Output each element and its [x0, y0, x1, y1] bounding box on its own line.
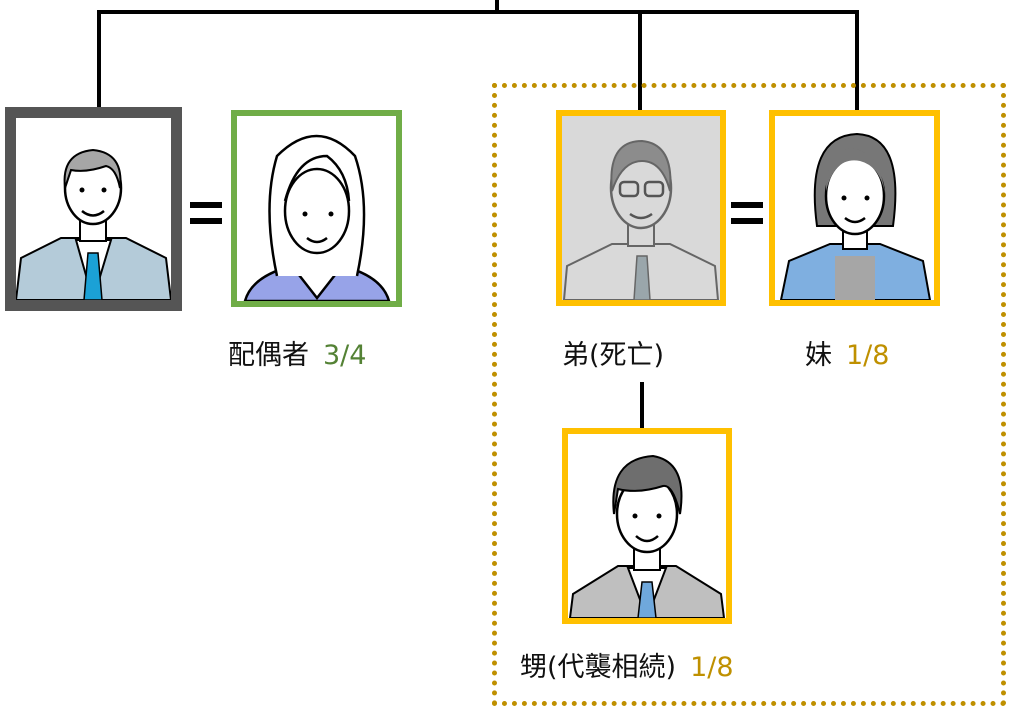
- nephew-portrait: [562, 428, 732, 624]
- spouse-portrait: [231, 110, 402, 307]
- marriage-equals-1: [190, 202, 222, 224]
- link-brother-nephew: [640, 382, 644, 432]
- nephew-label: 甥(代襲相続) 1/8: [520, 645, 734, 684]
- sister-relation: 妹: [805, 340, 832, 371]
- nephew-relation: 甥(代襲相続): [520, 652, 677, 683]
- sister-portrait: [769, 110, 940, 306]
- link-sister: [855, 10, 859, 110]
- man-glasses-icon: [562, 139, 720, 300]
- parent-stem: [495, 0, 499, 14]
- deceased-portrait: [5, 107, 182, 311]
- brother-label: 弟(死亡): [562, 333, 664, 372]
- sister-share: 1/8: [846, 340, 890, 371]
- heir-group-box: [492, 83, 1006, 706]
- marriage-equals-2: [731, 202, 763, 224]
- woman-short-hair-icon: [779, 132, 932, 300]
- sister-label: 妹 1/8: [805, 333, 889, 372]
- spouse-share: 3/4: [323, 340, 367, 371]
- sibling-bar: [97, 10, 859, 14]
- young-man-icon: [568, 454, 726, 618]
- link-deceased: [97, 10, 101, 107]
- spouse-label: 配偶者 3/4: [228, 333, 366, 372]
- link-brother: [638, 10, 642, 110]
- brother-relation: 弟(死亡): [562, 340, 665, 371]
- nephew-share: 1/8: [690, 652, 734, 683]
- spouse-relation: 配偶者: [228, 340, 309, 371]
- brother-portrait: [556, 110, 726, 306]
- woman-icon: [243, 134, 391, 301]
- man-icon: [16, 148, 171, 300]
